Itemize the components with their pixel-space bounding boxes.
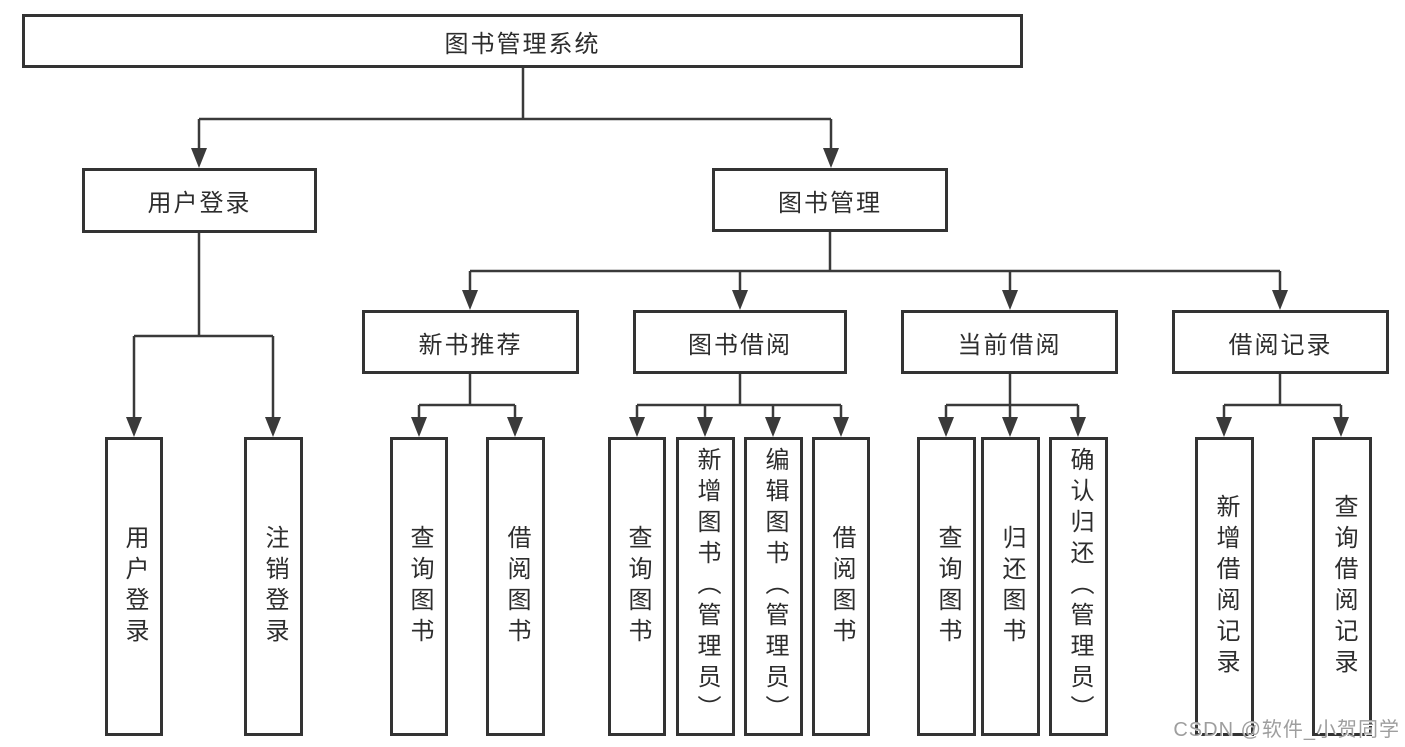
node-borrowing-records: 借阅记录 <box>1172 310 1389 374</box>
leaf-query-books-borrowing: 查询图书 <box>608 437 666 736</box>
leaf-borrow-books-recommend: 借阅图书 <box>486 437 545 736</box>
leaf-query-books-recommend: 查询图书 <box>390 437 448 736</box>
leaf-confirm-return-admin: 确认归还（管理员） <box>1049 437 1108 736</box>
node-current-borrowing: 当前借阅 <box>901 310 1118 374</box>
leaf-add-book-admin: 新增图书（管理员） <box>676 437 735 736</box>
node-root: 图书管理系统 <box>22 14 1023 68</box>
leaf-borrow-books-borrowing: 借阅图书 <box>812 437 870 736</box>
leaf-query-books-current: 查询图书 <box>917 437 976 736</box>
leaf-return-books: 归还图书 <box>981 437 1040 736</box>
node-book-borrowing: 图书借阅 <box>633 310 847 374</box>
node-new-book-recommend: 新书推荐 <box>362 310 579 374</box>
leaf-user-login: 用户登录 <box>105 437 163 736</box>
leaf-edit-book-admin: 编辑图书（管理员） <box>744 437 803 736</box>
node-book-management: 图书管理 <box>712 168 948 232</box>
leaf-query-borrow-record: 查询借阅记录 <box>1312 437 1372 736</box>
leaf-add-borrow-record: 新增借阅记录 <box>1195 437 1254 736</box>
watermark: CSDN @软件_小贺同学 <box>1173 719 1400 741</box>
arrowheads <box>126 148 1349 437</box>
leaf-logout: 注销登录 <box>244 437 303 736</box>
node-user-login-module: 用户登录 <box>82 168 317 233</box>
